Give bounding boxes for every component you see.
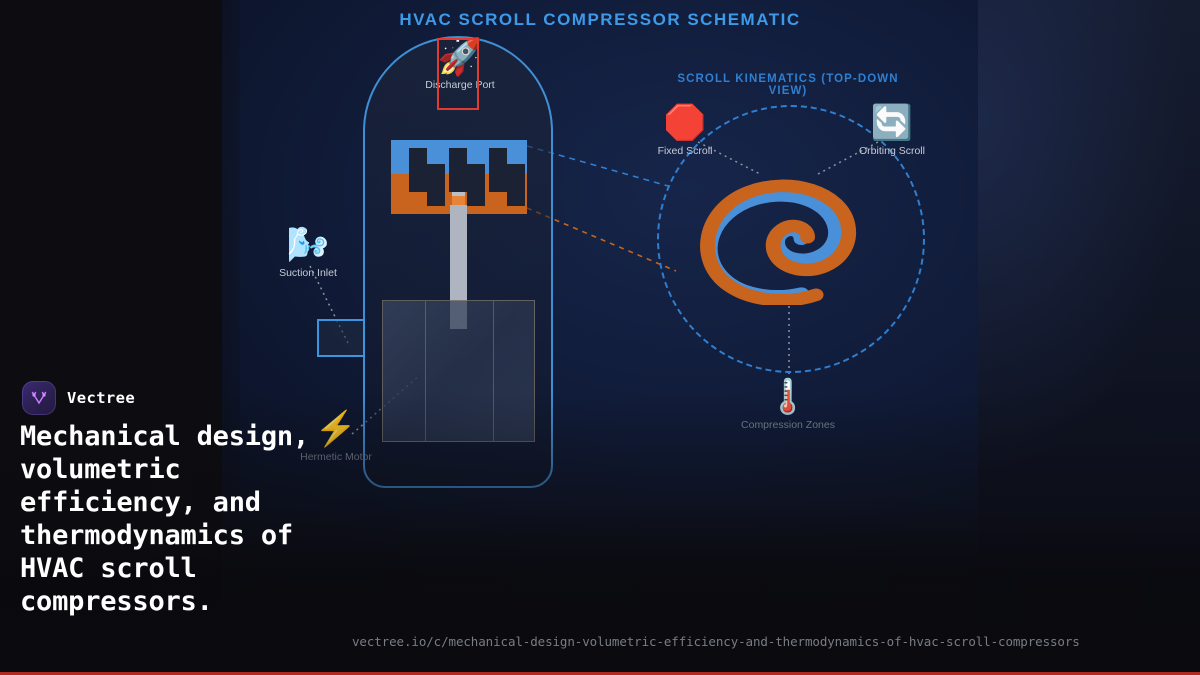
article-url: vectree.io/c/mechanical-design-volumetri… <box>352 634 1080 649</box>
headline-text: Mechanical design, volumetric efficiency… <box>20 421 309 617</box>
vectree-v-logo <box>22 381 56 415</box>
logo-node-left <box>32 393 36 397</box>
logo-node-right <box>42 393 46 397</box>
brand-name: Vectree <box>67 389 136 407</box>
brand-lockup[interactable]: Vectree <box>22 381 135 415</box>
bottom-accent-rule <box>0 672 1200 675</box>
bottom-vignette <box>0 505 1200 675</box>
vectree-logo-mark <box>31 391 47 405</box>
